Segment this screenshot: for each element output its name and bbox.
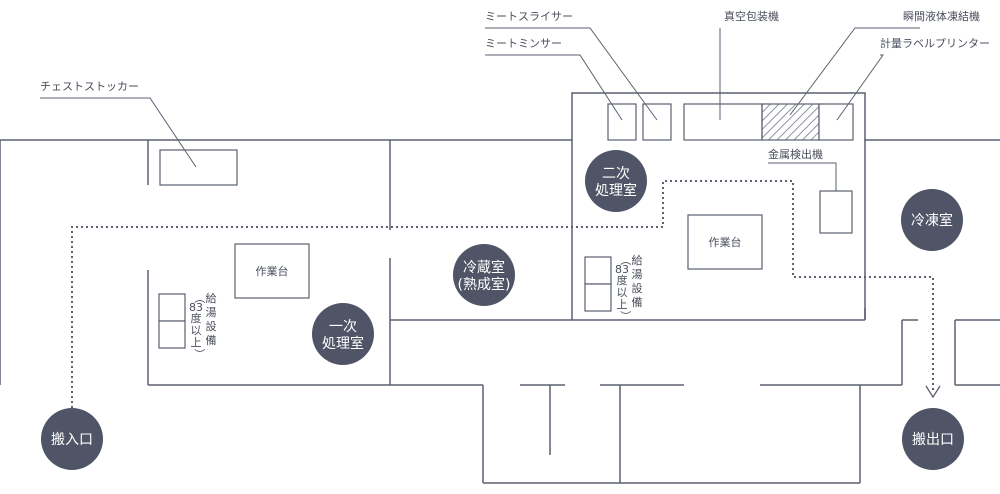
vacuum-packer-box	[683, 103, 763, 141]
room-primary-line1: 一次	[329, 319, 357, 335]
meat-slicer-label: ミートスライサー	[485, 10, 573, 23]
loading-entrance: 搬入口	[41, 408, 103, 470]
chest-stocker-label: チェストストッカー	[40, 80, 139, 93]
wh-left-main-2: 設	[206, 319, 217, 333]
water-heater-right-bottom	[584, 283, 612, 312]
water-heater-left-bottom	[158, 320, 186, 349]
room-cold-line1: 冷蔵室	[463, 259, 505, 276]
workbench-left	[234, 243, 310, 299]
room-freezer: 冷凍室	[901, 189, 963, 251]
wh-right-main-1: 湯	[632, 268, 643, 281]
metal-detector-box	[819, 190, 853, 234]
water-heater-label-left: 給 湯 設 備 （ 83 度 以 上 ）	[189, 291, 217, 360]
label-printer-box	[818, 103, 854, 141]
shipping-exit-label: 搬出口	[912, 432, 954, 448]
chest-stocker-box	[159, 149, 238, 186]
equipment	[158, 103, 854, 349]
shipping-exit: 搬出口	[902, 408, 964, 470]
water-heater-label-right: 給 湯 設 備 （ 83 度 以 上 ）	[615, 253, 643, 322]
wh-left-main-3: 備	[206, 334, 217, 347]
wh-right-note-2: 度	[617, 273, 628, 287]
wh-left-note-5: ）	[193, 349, 206, 360]
leader-lines	[40, 27, 920, 191]
workbench-right-label: 作業台	[709, 235, 742, 249]
wh-right-note-4: 上	[617, 298, 628, 311]
wh-right-note-1: 83	[615, 263, 629, 276]
flash-freezer-box	[761, 103, 820, 141]
workbench-left-label: 作業台	[256, 264, 289, 278]
wh-left-note-3: 以	[191, 324, 202, 337]
meat-mincer-label: ミートミンサー	[485, 37, 562, 50]
flash-freezer-label: 瞬間液体凍結機	[903, 9, 980, 23]
exit-arrowhead	[925, 385, 941, 399]
loading-entrance-label: 搬入口	[51, 432, 93, 448]
wh-right-main-3: 備	[632, 296, 643, 309]
room-freezer-label: 冷凍室	[911, 212, 953, 229]
wh-left-note-4: 上	[191, 336, 202, 349]
water-heater-right-top	[584, 256, 612, 285]
wh-right-main-0: 給	[632, 253, 643, 267]
walls	[0, 92, 1000, 484]
room-primary-processing: 一次 処理室	[312, 303, 374, 365]
wh-right-main-2: 設	[632, 281, 643, 295]
label-printer-label: 計量ラベルプリンター	[880, 36, 990, 50]
room-secondary-line1: 二次	[602, 166, 630, 182]
room-cold-storage: 冷蔵室 (熟成室)	[453, 244, 515, 306]
wh-right-note-3: 以	[617, 286, 628, 299]
room-secondary-line2: 処理室	[595, 182, 637, 199]
metal-detector-label: 金属検出機	[768, 147, 823, 161]
wh-left-note-2: 度	[191, 311, 202, 325]
room-cold-line2: (熟成室)	[458, 276, 511, 293]
workbench-right	[687, 214, 763, 270]
water-heater-left-top	[158, 293, 186, 322]
room-secondary-processing: 二次 処理室	[585, 150, 647, 212]
wh-left-note-1: 83	[189, 301, 203, 314]
wh-left-main-0: 給	[206, 291, 217, 305]
meat-slicer-box	[642, 103, 672, 141]
wh-left-main-1: 湯	[206, 306, 217, 319]
meat-mincer-box	[607, 103, 637, 141]
wh-right-note-5: ）	[619, 311, 632, 322]
flow-route	[71, 180, 934, 408]
wh-left-note-0: （	[193, 293, 206, 304]
room-primary-line2: 処理室	[322, 335, 364, 352]
wh-right-note-0: （	[619, 255, 632, 266]
vacuum-packer-label: 真空包装機	[724, 9, 779, 23]
